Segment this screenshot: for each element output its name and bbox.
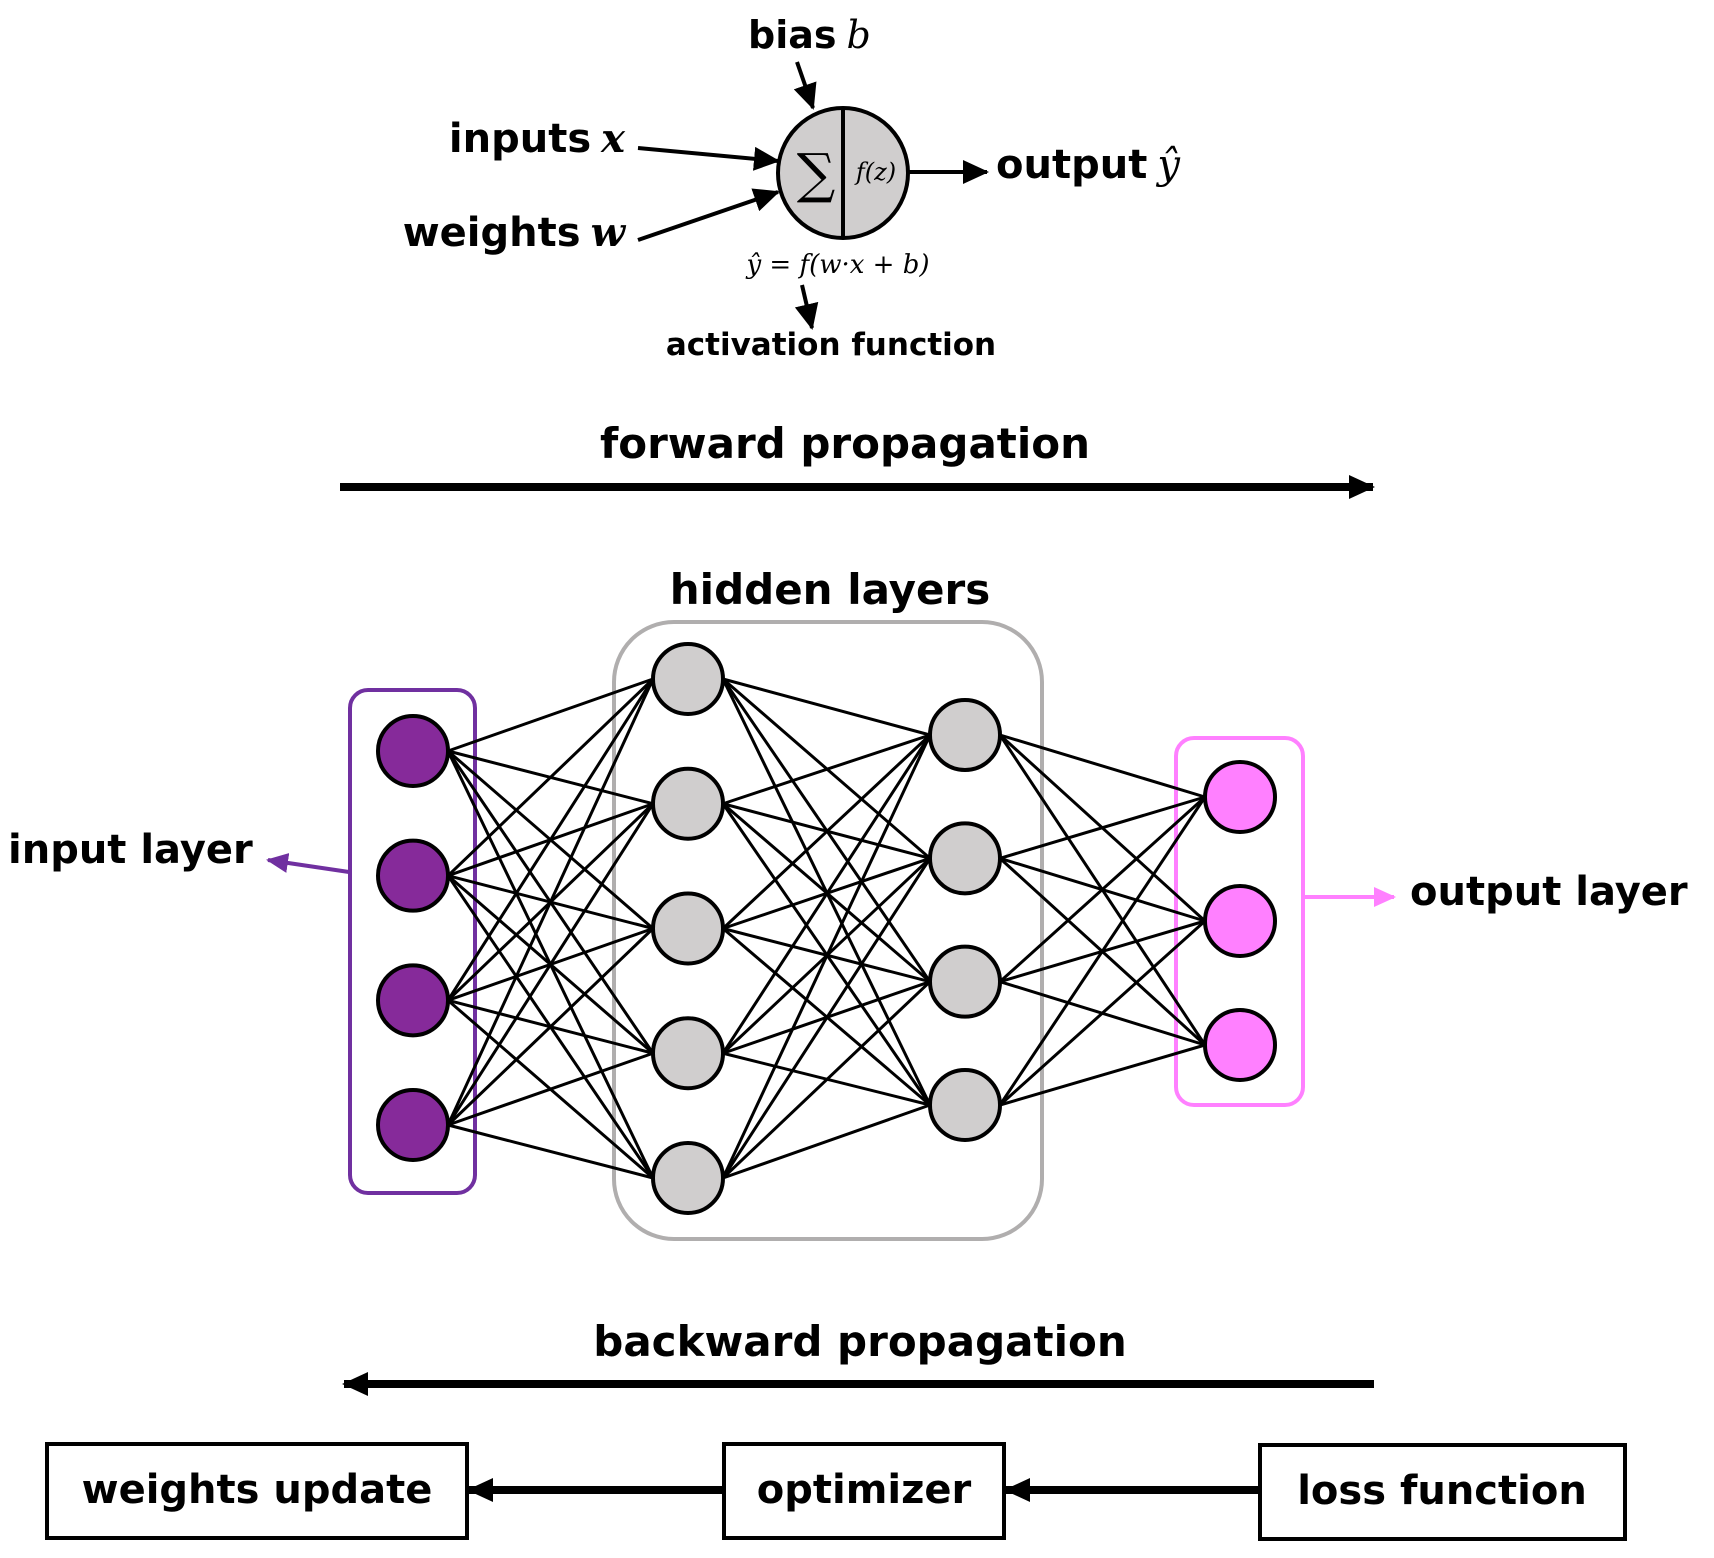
connection-hidden-1-5-to-hidden-2-2 — [721, 857, 932, 1179]
hidden-1-node-2 — [651, 766, 725, 841]
connection-input-4-to-hidden-1-2 — [446, 802, 655, 1126]
connection-hidden-1-3-to-hidden-2-1 — [721, 733, 932, 930]
input-layer-box — [348, 688, 477, 1195]
backward-propagation: backward propagation — [342, 1317, 1374, 1396]
connection-hidden-1-2-to-hidden-2-1 — [722, 733, 931, 806]
hidden-2-node-3 — [928, 944, 1002, 1019]
forward-propagation: forward propagation — [340, 419, 1375, 499]
hidden-1-node-1 — [651, 642, 725, 716]
hidden-1-node-3 — [651, 891, 725, 966]
activation-symbol: f(z) — [854, 158, 896, 186]
training-pipeline: weights update optimizer loss function — [45, 1442, 1627, 1541]
forward-propagation-label: forward propagation — [600, 419, 1090, 468]
input-node-1 — [376, 714, 450, 788]
nodes — [376, 642, 1277, 1215]
connection-input-4-to-hidden-1-1 — [446, 678, 655, 1126]
connections — [446, 677, 1207, 1180]
loss-function-box — [1258, 1443, 1627, 1541]
inputs-arrow — [637, 146, 780, 171]
connection-hidden-2-2-to-output-1 — [999, 795, 1206, 860]
input-node-3 — [376, 963, 450, 1038]
output-node-1 — [1203, 760, 1277, 834]
connection-input-1-to-hidden-1-1 — [447, 677, 654, 753]
connection-hidden-2-4-to-output-1 — [998, 796, 1207, 1106]
input-node-4 — [376, 1088, 450, 1162]
output-node-3 — [1203, 1008, 1277, 1082]
hidden-1-node-4 — [651, 1016, 725, 1091]
hidden-2-node-4 — [928, 1068, 1002, 1142]
weights-update-label: weights update — [82, 1467, 433, 1513]
connection-input-2-to-hidden-1-1 — [446, 677, 655, 877]
connection-hidden-1-1-to-hidden-2-1 — [722, 677, 931, 737]
connection-hidden-2-3-to-output-1 — [998, 795, 1207, 983]
network: hidden layers input layer output layer — [8, 565, 1688, 1241]
output-node-2 — [1203, 884, 1277, 958]
connection-hidden-1-4-to-hidden-2-1 — [721, 734, 932, 1055]
connection-input-4-to-hidden-1-5 — [447, 1123, 654, 1180]
connection-hidden-2-1-to-output-1 — [999, 733, 1206, 799]
input-layer-pointer — [266, 853, 350, 874]
output-layer-label: output layer — [1410, 869, 1688, 915]
hidden-layers-box — [612, 620, 1044, 1241]
connection-input-4-to-hidden-1-3 — [446, 927, 655, 1127]
activation-function-label: activation function — [666, 327, 996, 363]
output-layer-box — [1174, 736, 1305, 1107]
neuron-formula: ŷ = f(w·x + b) — [745, 250, 929, 280]
input-node-2 — [376, 838, 450, 913]
connection-hidden-1-5-to-hidden-2-4 — [722, 1103, 931, 1180]
hidden-2-node-2 — [928, 821, 1002, 896]
loss-function-label: loss function — [1297, 1468, 1587, 1514]
hidden-1-node-5 — [651, 1141, 725, 1215]
weights-arrow — [637, 188, 780, 242]
bias-arrow — [793, 61, 817, 110]
backward-propagation-label: backward propagation — [593, 1317, 1126, 1366]
connection-input-3-to-hidden-1-1 — [446, 678, 655, 1002]
sum-symbol: ∑ — [797, 142, 836, 205]
input-layer-label: input layer — [8, 827, 253, 873]
hidden-2-node-1 — [928, 698, 1002, 772]
connection-hidden-1-5-to-hidden-2-3 — [721, 980, 932, 1180]
connection-hidden-1-5-to-hidden-2-1 — [721, 734, 932, 1179]
connection-input-4-to-hidden-1-4 — [447, 1051, 654, 1127]
hidden-layers-label: hidden layers — [670, 565, 990, 614]
connection-hidden-2-4-to-output-2 — [998, 919, 1207, 1107]
activation-arrow — [794, 284, 819, 330]
optimizer-label: optimizer — [757, 1467, 972, 1513]
connection-hidden-2-4-to-output-3 — [999, 1043, 1206, 1107]
